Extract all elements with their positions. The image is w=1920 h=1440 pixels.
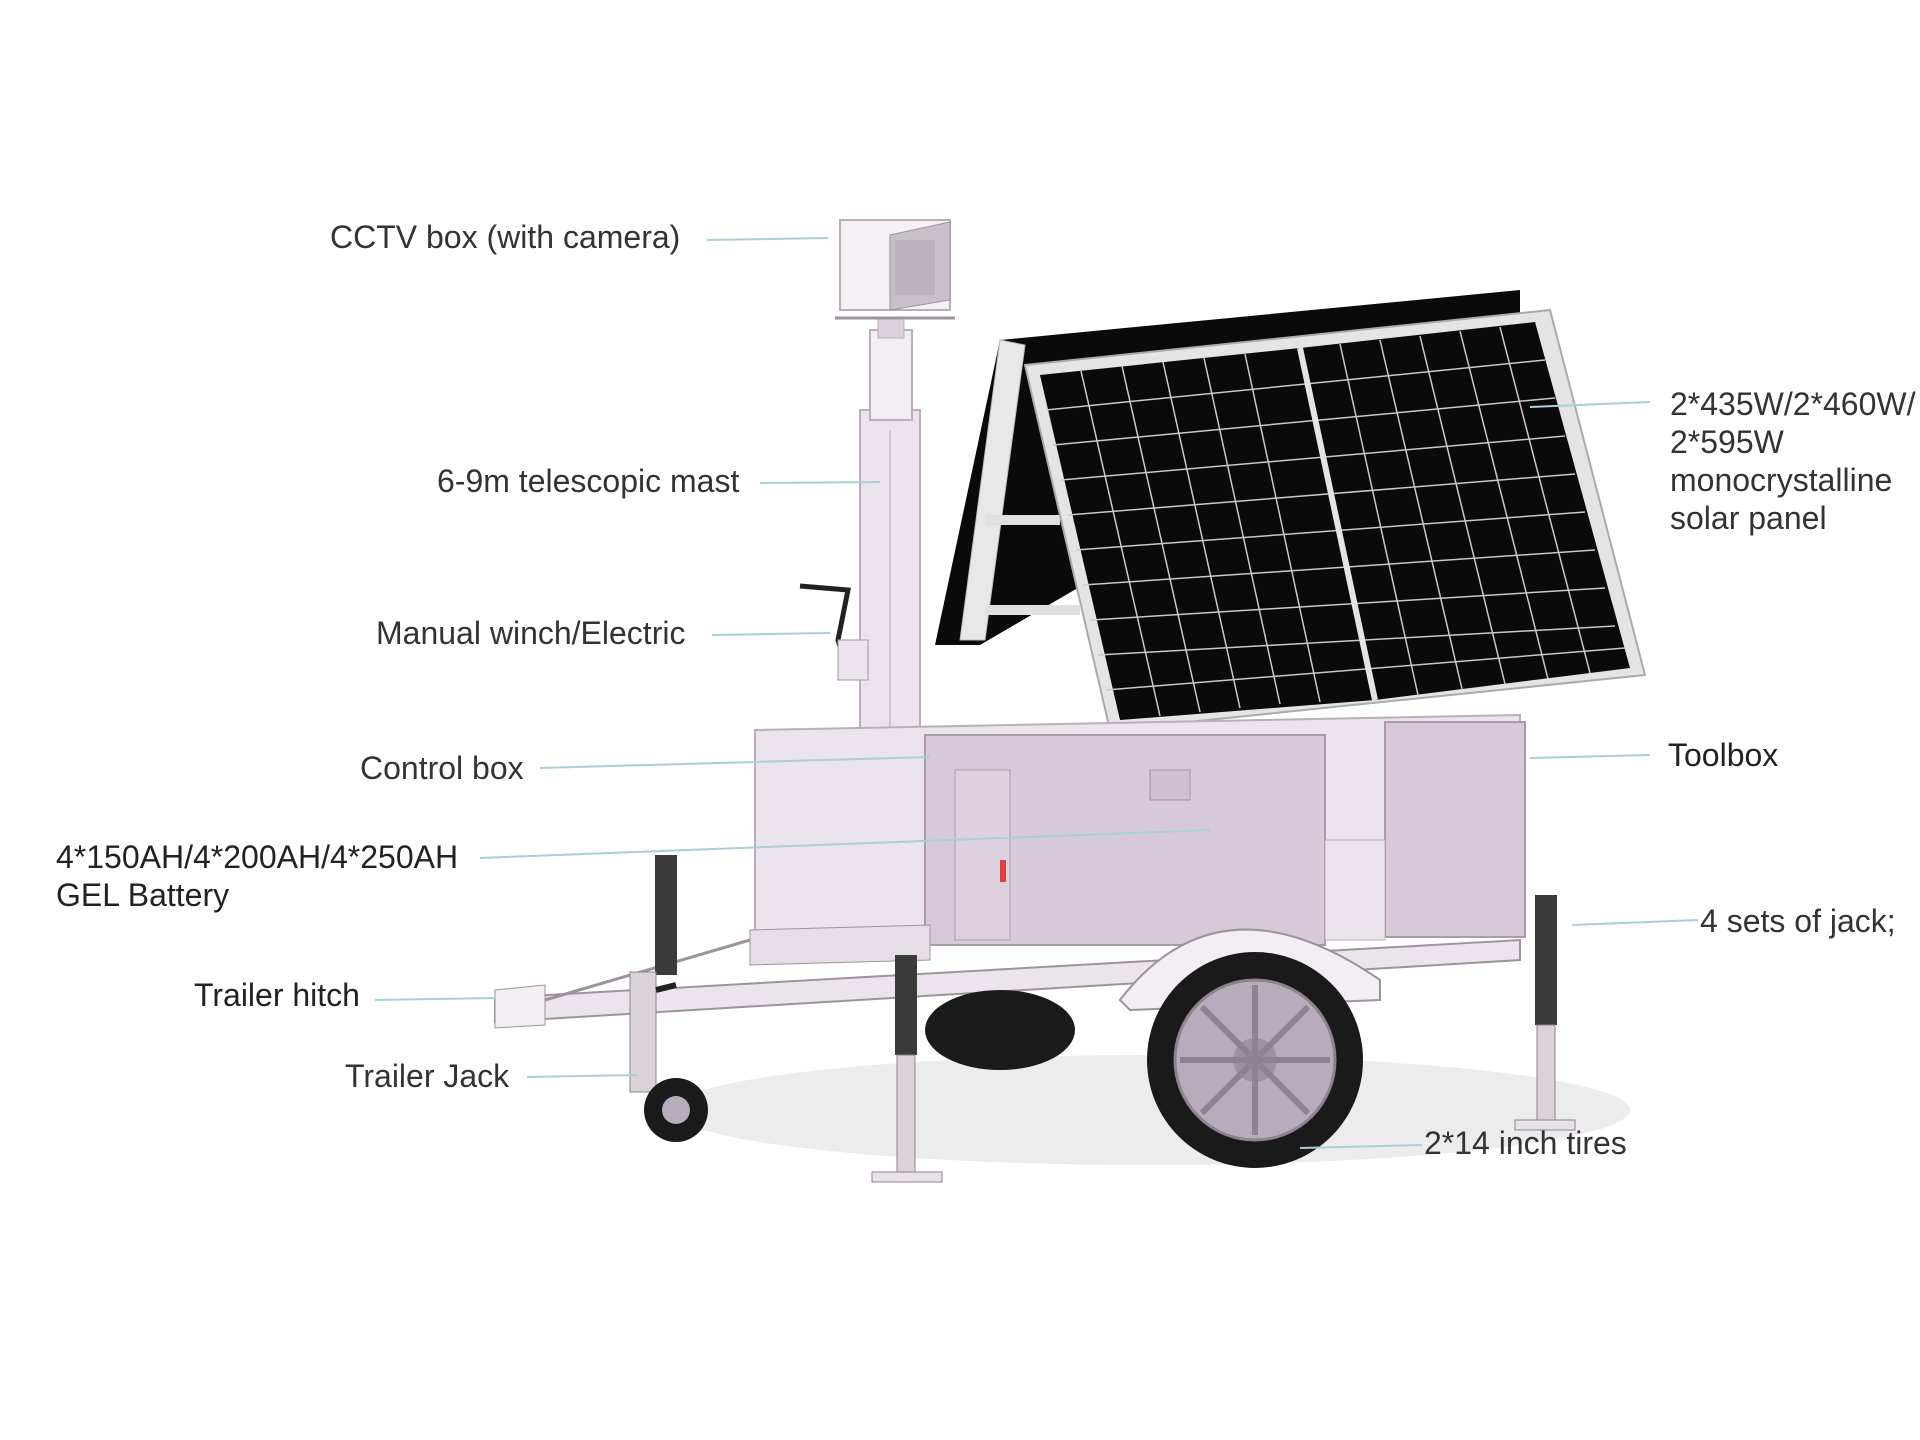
label-telescopic-mast: 6-9m telescopic mast: [437, 463, 740, 499]
leader-toolbox: [1529, 754, 1651, 759]
leader-control-box: [539, 756, 931, 769]
leader-winch: [711, 632, 831, 636]
leader-tires: [1299, 1144, 1423, 1149]
leader-solar: [1529, 401, 1651, 408]
leader-trailer-jack: [526, 1074, 639, 1078]
label-jacks: 4 sets of jack;: [1700, 903, 1896, 939]
solar-panel-icon: [1023, 308, 1647, 732]
label-trailer-hitch: Trailer hitch: [194, 977, 360, 1013]
label-cctv-box: CCTV box (with camera): [330, 219, 681, 255]
label-trailer-jack: Trailer Jack: [345, 1058, 510, 1094]
trailer-jack-icon: [629, 971, 708, 1142]
leader-hitch: [374, 997, 496, 1001]
label-toolbox: Toolbox: [1668, 737, 1779, 773]
label-tires: 2*14 inch tires: [1424, 1125, 1627, 1161]
leader-lines: [374, 237, 1699, 1149]
cctv-camera-icon: [835, 219, 955, 320]
label-battery: 4*150AH/4*200AH/4*250AH GEL Battery: [56, 839, 459, 913]
label-manual-winch: Manual winch/Electric: [376, 615, 686, 651]
leader-cctv: [706, 237, 829, 241]
jack-icon: [655, 855, 1576, 1183]
leader-jacks: [1571, 919, 1699, 926]
label-solar-panel: 2*435W/2*460W/ 2*595W monocrystalline so…: [1670, 386, 1916, 536]
leader-mast: [759, 481, 881, 484]
wheel-icon: [925, 928, 1381, 1168]
winch-handle-icon: [799, 583, 869, 681]
trailer-body: [754, 713, 1526, 946]
label-control-box: Control box: [360, 750, 524, 786]
leader-battery: [479, 829, 1211, 859]
